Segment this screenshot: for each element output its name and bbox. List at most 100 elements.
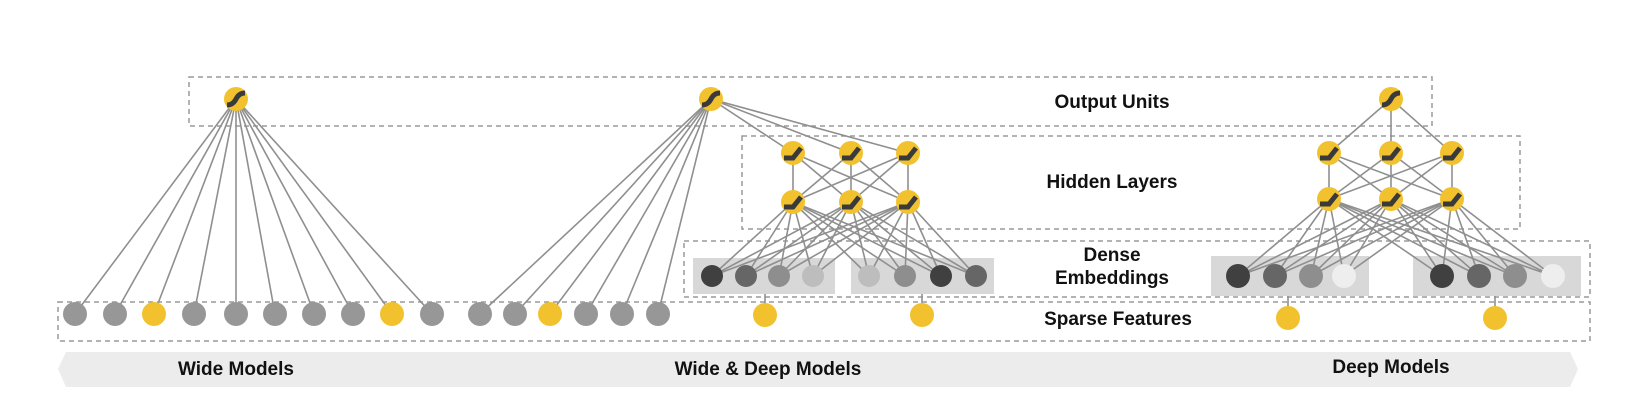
output-units-label: Output Units bbox=[1054, 92, 1169, 113]
connection-line bbox=[1237, 198, 1453, 277]
connection-line bbox=[792, 201, 977, 277]
connection-line bbox=[850, 201, 977, 277]
connection-line bbox=[1237, 198, 1330, 277]
connection-line bbox=[1451, 198, 1516, 277]
connection-line bbox=[1451, 198, 1554, 277]
connection-line bbox=[778, 201, 909, 277]
connection-line bbox=[1390, 198, 1516, 277]
embedding-unit bbox=[735, 265, 757, 287]
connection-line bbox=[792, 152, 852, 203]
connection-line bbox=[1328, 152, 1453, 200]
connection-line bbox=[1451, 198, 1480, 277]
sparse-feature bbox=[503, 302, 527, 326]
sparse-feature-active bbox=[142, 302, 166, 326]
connection-line bbox=[710, 98, 852, 154]
sparse-feature bbox=[610, 302, 634, 326]
connection-line bbox=[711, 201, 909, 277]
sparse-feature bbox=[341, 302, 365, 326]
connection-line bbox=[745, 201, 909, 277]
embedding-unit bbox=[1332, 264, 1356, 288]
embedding-unit bbox=[701, 265, 723, 287]
sparse-feature bbox=[103, 302, 127, 326]
connection-line bbox=[1310, 198, 1453, 277]
wide-deep-models-label: Wide & Deep Models bbox=[675, 359, 862, 380]
embedding-unit bbox=[1503, 264, 1527, 288]
embedding-unit bbox=[1430, 264, 1454, 288]
wide-feature-edge bbox=[479, 98, 712, 315]
wide-feature-edge bbox=[235, 98, 315, 315]
connection-line bbox=[792, 201, 906, 277]
wide-feature-edge bbox=[585, 98, 712, 315]
relu-activation-icon bbox=[1440, 141, 1464, 165]
connection-line bbox=[1328, 198, 1480, 277]
connection-line bbox=[710, 98, 909, 154]
wide-feature-edge bbox=[621, 98, 712, 315]
relu-activation-icon bbox=[1317, 141, 1341, 165]
sigmoid-activation-icon bbox=[224, 87, 248, 111]
sparse-feature-active bbox=[910, 303, 934, 327]
connection-line bbox=[850, 152, 909, 203]
sparse-feature bbox=[63, 302, 87, 326]
connection-line bbox=[1390, 98, 1453, 154]
sigmoid-activation-icon bbox=[1379, 87, 1403, 111]
relu-activation-icon bbox=[896, 190, 920, 214]
embedding-unit bbox=[930, 265, 952, 287]
connection-line bbox=[907, 201, 977, 277]
relu-activation-icon bbox=[1317, 187, 1341, 211]
sparse-feature bbox=[224, 302, 248, 326]
connection-line bbox=[745, 201, 852, 277]
sparse-feature bbox=[302, 302, 326, 326]
embedding-unit bbox=[802, 265, 824, 287]
nodes bbox=[63, 87, 1565, 330]
sparse-feature bbox=[420, 302, 444, 326]
connection-line bbox=[907, 201, 942, 277]
connection-line bbox=[711, 201, 852, 277]
connection-line bbox=[1343, 198, 1453, 277]
wide-feature-edge bbox=[193, 98, 237, 315]
connection-line bbox=[1328, 198, 1516, 277]
sparse-feature bbox=[574, 302, 598, 326]
connection-line bbox=[850, 201, 906, 277]
embedding-unit bbox=[894, 265, 916, 287]
connection-line bbox=[778, 201, 794, 277]
relu-activation-icon bbox=[1379, 187, 1403, 211]
sparse-feature-active bbox=[753, 303, 777, 327]
sparse-feature bbox=[646, 302, 670, 326]
relu-activation-icon bbox=[1379, 141, 1403, 165]
embedding-unit bbox=[1467, 264, 1491, 288]
connection-line bbox=[792, 152, 909, 203]
wide-feature-edge bbox=[114, 98, 237, 315]
wide-feature-edge bbox=[74, 98, 237, 315]
connection-line bbox=[1343, 198, 1392, 277]
connection-line bbox=[1441, 198, 1453, 277]
connection-line bbox=[868, 201, 909, 277]
sigmoid-activation-icon bbox=[699, 87, 723, 111]
hidden-layers-label: Hidden Layers bbox=[1047, 172, 1178, 193]
embedding-unit bbox=[1226, 264, 1250, 288]
relu-activation-icon bbox=[839, 190, 863, 214]
connection-line bbox=[1237, 198, 1392, 277]
output-units-frame bbox=[188, 76, 1433, 127]
wide-feature-edge bbox=[235, 98, 433, 315]
wide-feature-edge bbox=[153, 98, 237, 315]
connection-line bbox=[1328, 198, 1443, 277]
sparse-feature-active bbox=[1483, 306, 1507, 330]
relu-activation-icon bbox=[781, 190, 805, 214]
connection-line bbox=[850, 201, 942, 277]
sparse-feature bbox=[468, 302, 492, 326]
connection-line bbox=[1274, 198, 1330, 277]
connection-line bbox=[711, 201, 794, 277]
wide-feature-edge bbox=[549, 98, 712, 315]
connection-line bbox=[812, 201, 852, 277]
sparse-feature-active bbox=[1276, 306, 1300, 330]
relu-activation-icon bbox=[1440, 187, 1464, 211]
connection-line bbox=[792, 201, 942, 277]
dense-embeddings-frame bbox=[683, 240, 1591, 298]
sparse-features-frame bbox=[57, 301, 1591, 342]
sparse-feature-active bbox=[380, 302, 404, 326]
connection-line bbox=[812, 201, 909, 277]
embedding-unit bbox=[768, 265, 790, 287]
wide-feature-edge bbox=[235, 98, 276, 315]
sparse-feature-active bbox=[538, 302, 562, 326]
